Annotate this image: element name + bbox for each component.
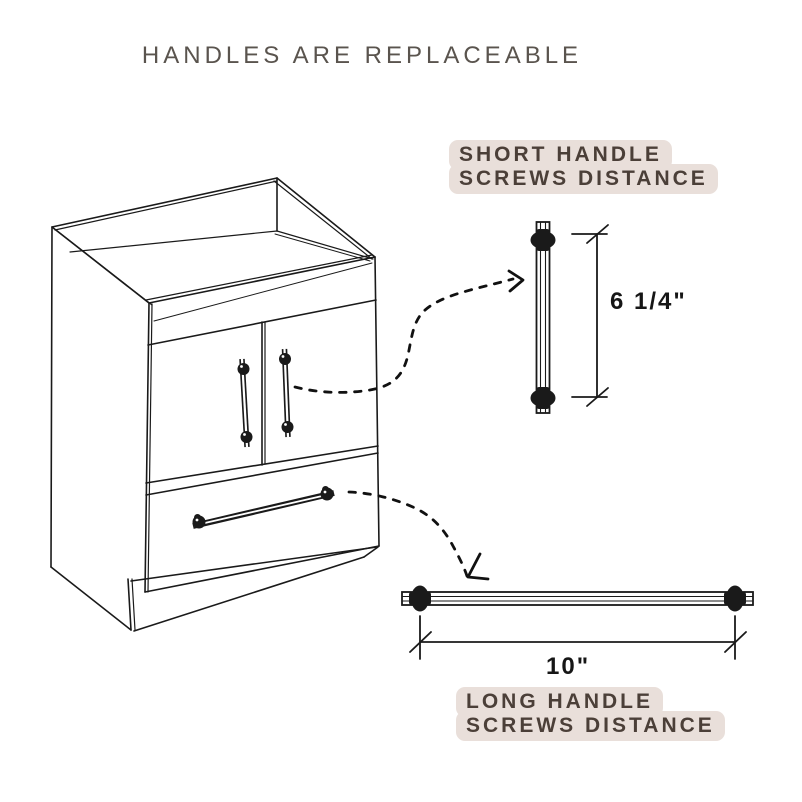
short-handle-drawing bbox=[530, 221, 556, 414]
cabinet-front-left-edge bbox=[144, 302, 150, 593]
cabinet-back-top-edge bbox=[51, 177, 278, 228]
right-door-handle-icon bbox=[279, 348, 294, 438]
short-handle-label-badge: SHORT HANDLE SCREWS DISTANCE bbox=[449, 140, 718, 195]
long-handle-drawing bbox=[401, 585, 754, 612]
cabinet-toekick-right-edge bbox=[363, 546, 379, 558]
arrow-to-short-handle bbox=[293, 269, 525, 394]
cabinet-front-left-edge-inner bbox=[147, 303, 153, 593]
long-handle-label-line2: SCREWS DISTANCE bbox=[456, 711, 725, 742]
cabinet-back-band-bottom bbox=[69, 230, 278, 253]
long-handle-label-badge: LONG HANDLE SCREWS DISTANCE bbox=[456, 687, 725, 742]
long-dimension-lines bbox=[409, 615, 747, 660]
arrowhead-icon bbox=[466, 552, 490, 581]
cabinet-front-right-edge bbox=[374, 256, 380, 547]
cabinet-handles bbox=[192, 348, 335, 529]
drawer-handle-icon bbox=[192, 486, 335, 529]
cabinet-toekick-notch-a bbox=[127, 578, 132, 631]
dim-tick-bottom bbox=[586, 387, 609, 407]
short-handle-label-line2: SCREWS DISTANCE bbox=[449, 164, 718, 195]
cabinet-front-bottom-edge bbox=[144, 545, 380, 593]
arrow-curve bbox=[293, 277, 515, 394]
cabinet-front-top-inner-edge bbox=[145, 254, 373, 301]
short-handle-measurement: 6 1/4" bbox=[610, 288, 687, 315]
cabinet-right-band-inner-b bbox=[274, 233, 371, 262]
cabinet-back-top-inner-edge bbox=[54, 180, 278, 231]
screw-nut-icon bbox=[409, 585, 746, 612]
arrowhead-icon bbox=[507, 269, 525, 293]
cabinet-toekick-bottom-edge bbox=[133, 556, 365, 632]
cabinet-back-left-edge bbox=[50, 226, 53, 568]
cabinet-left-floor-edge bbox=[50, 566, 132, 631]
cabinet-right-band-inner-a bbox=[276, 230, 374, 260]
left-door-handle-icon bbox=[237, 358, 253, 448]
cabinet-right-top-inner-edge bbox=[273, 180, 373, 260]
cabinet-front-rail-inner-face bbox=[153, 262, 373, 322]
long-handle-measurement: 10" bbox=[546, 653, 591, 680]
cabinet-toekick-top-edge bbox=[130, 546, 378, 582]
page-title: HANDLES ARE REPLACEABLE bbox=[141, 42, 583, 69]
cabinet-drawing bbox=[50, 177, 380, 632]
dim-tick-left bbox=[409, 631, 432, 653]
short-dimension-lines bbox=[571, 224, 609, 407]
cabinet-left-top-inner-edge bbox=[55, 229, 153, 306]
cabinet-front-top-edge bbox=[148, 256, 376, 304]
cabinet-drawer-top-line bbox=[145, 452, 379, 496]
cabinet-right-top-edge bbox=[276, 177, 376, 258]
arrow-curve bbox=[347, 490, 469, 578]
screw-nut-icon bbox=[530, 229, 556, 409]
cabinet-toekick-notch-b bbox=[131, 578, 136, 631]
dim-tick-top bbox=[586, 224, 609, 244]
dim-tick-right bbox=[724, 631, 747, 653]
arrow-to-long-handle bbox=[347, 490, 490, 581]
